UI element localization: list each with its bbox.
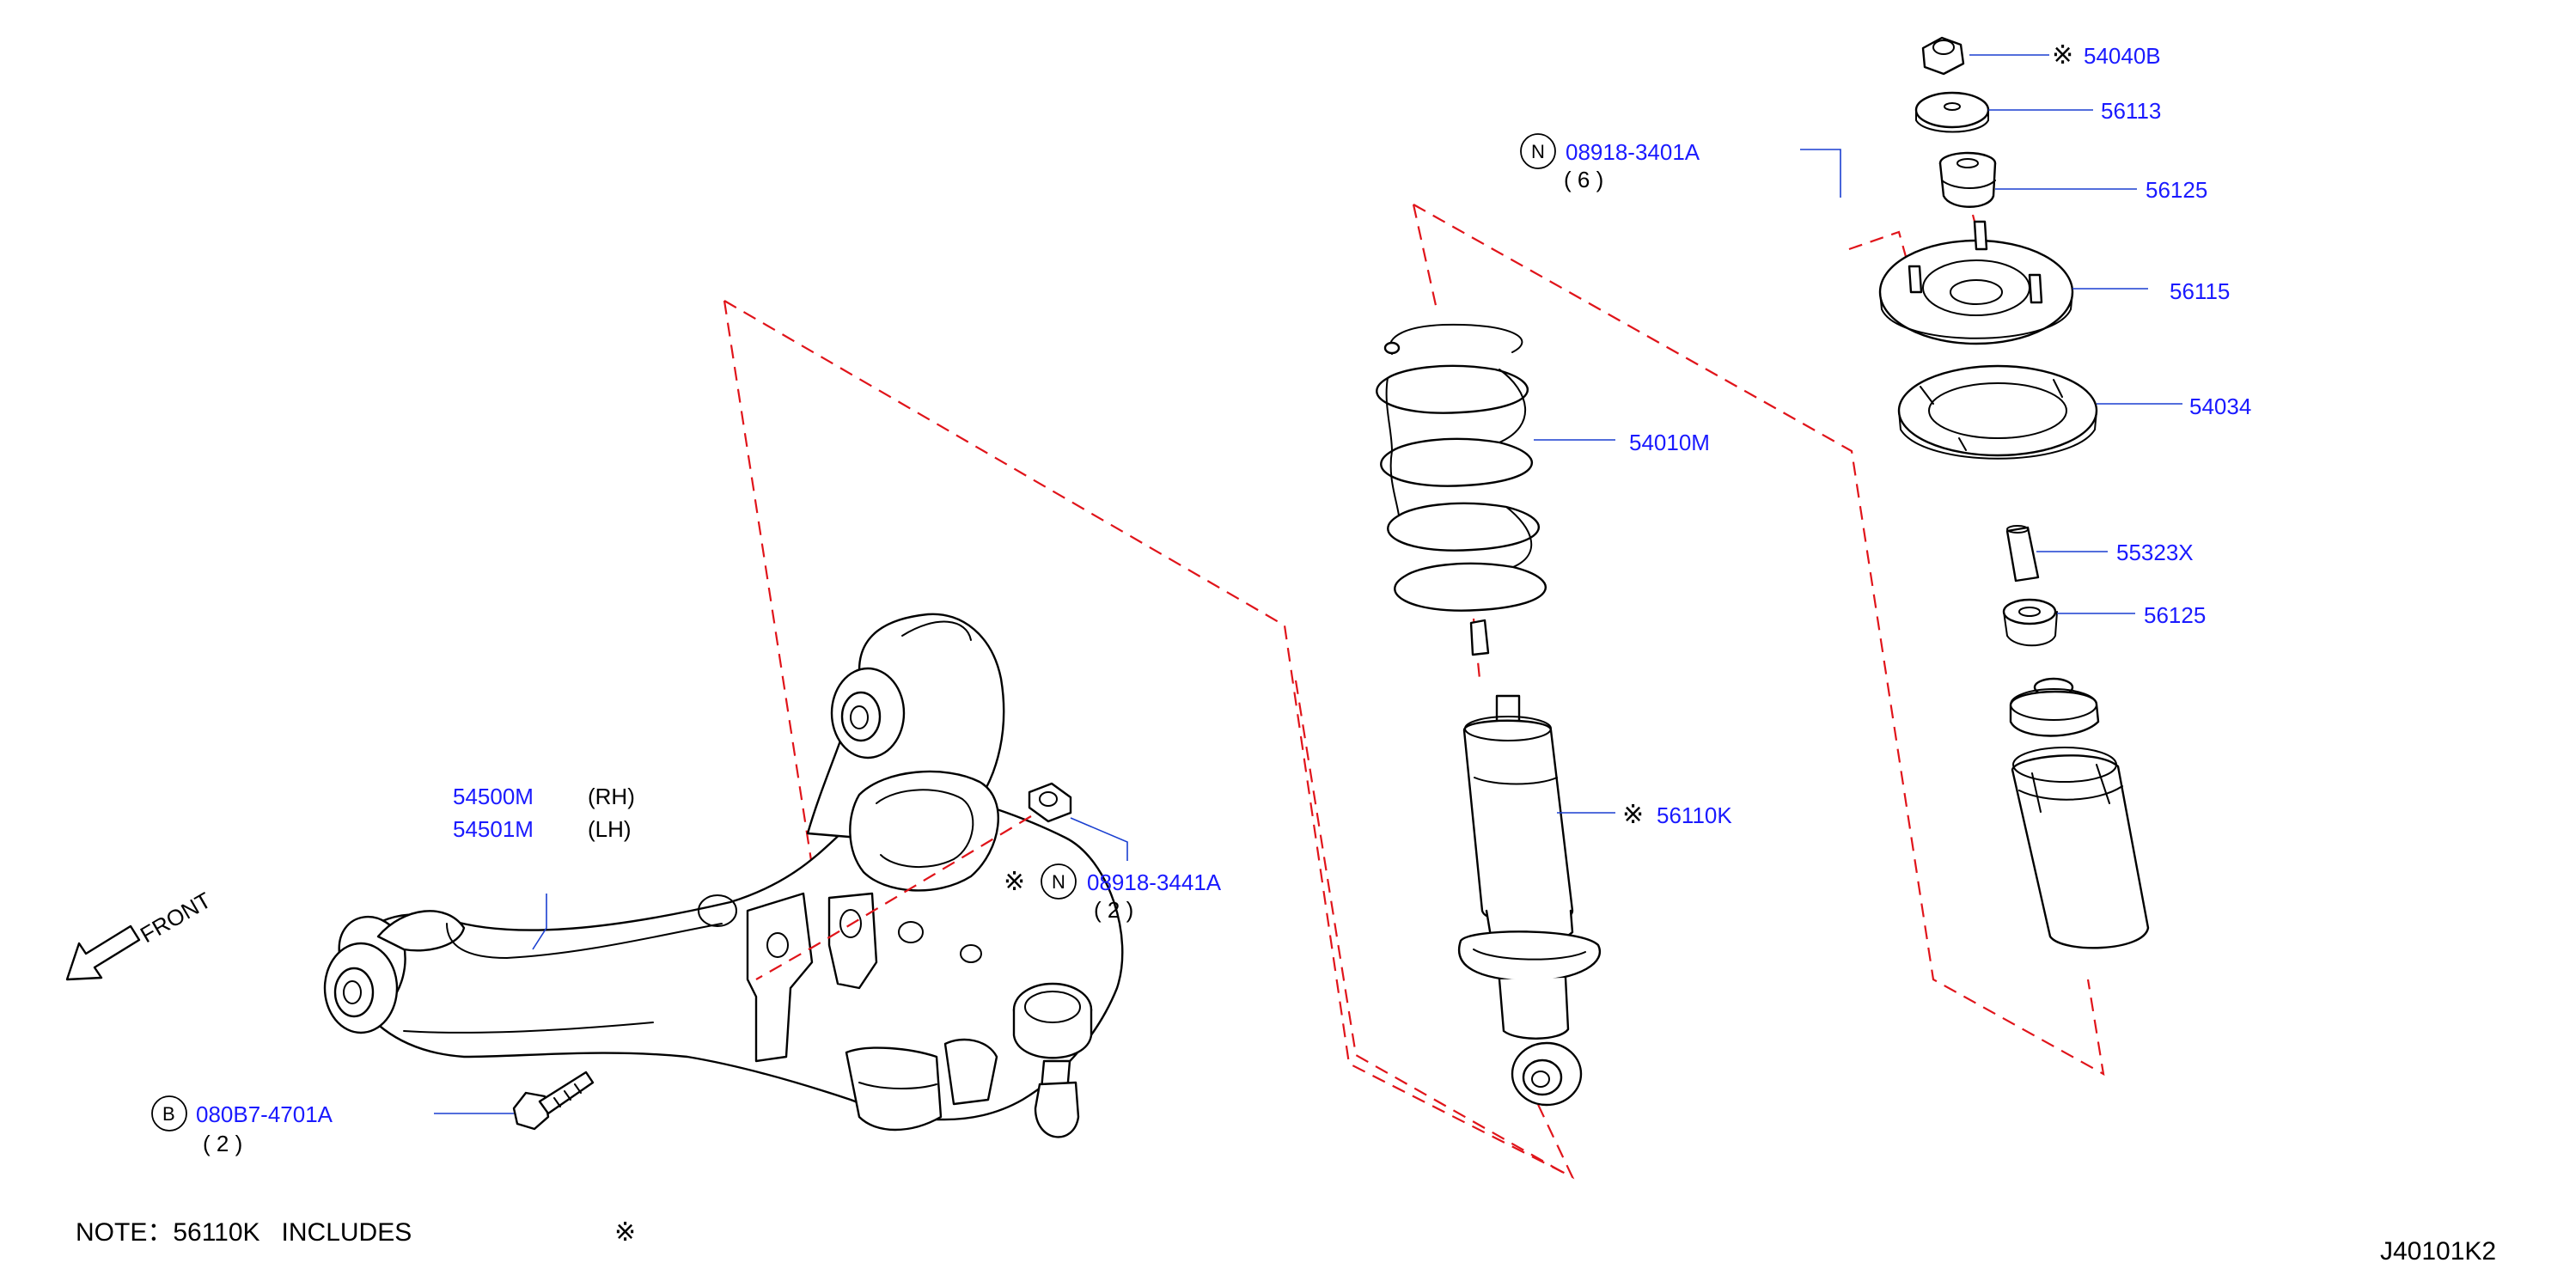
quantity-08918-3441A: ( 2 ) <box>1094 897 1133 923</box>
b-circle-icon <box>151 1095 187 1132</box>
n-circle-letter: N <box>1052 871 1065 893</box>
part-number-54501M[interactable]: 54501M <box>453 816 534 842</box>
part-number-56125-lower[interactable]: 56125 <box>2144 602 2206 628</box>
part-number-54034[interactable]: 54034 <box>2189 393 2251 419</box>
label-08918-3441A: ※ N 08918-3441A ( 2 ) <box>1004 863 1222 923</box>
leader-lines <box>434 54 2182 1114</box>
reference-mark-icon: ※ <box>1004 867 1025 897</box>
arm-bolt <box>512 1071 595 1131</box>
b-circle-letter: B <box>162 1103 175 1125</box>
part-number-54500M[interactable]: 54500M <box>453 784 534 809</box>
reference-mark-icon: ※ <box>2052 40 2073 70</box>
n-circle-icon <box>1041 863 1077 900</box>
bumper-55323X-drawing <box>2005 525 2040 583</box>
part-number-54040B[interactable]: 54040B <box>2084 43 2161 69</box>
n-circle-icon <box>1520 133 1556 169</box>
note-text: NOTE：56110K INCLUDES <box>76 1218 412 1247</box>
part-number-56115[interactable]: 56115 <box>2170 278 2230 304</box>
coil-spring-drawing <box>1376 323 1547 612</box>
part-number-56125-upper[interactable]: 56125 <box>2146 177 2207 203</box>
part-number-56113[interactable]: 56113 <box>2101 98 2161 124</box>
washer-56113-drawing <box>1914 91 1990 133</box>
part-number-55323X[interactable]: 55323X <box>2116 540 2194 565</box>
quantity-08918-3401A: ( 6 ) <box>1564 167 1603 192</box>
seat-54034-drawing <box>1897 364 2098 460</box>
quantity-080B7-4701A: ( 2 ) <box>203 1131 242 1156</box>
diagram-id: J40101K2 <box>2380 1237 2496 1266</box>
bushing-56125-upper-drawing <box>1938 151 1997 208</box>
label-54500M-54501M: 54500M (RH) 54501M (LH) <box>453 784 635 842</box>
shock-absorber-drawing <box>1458 619 1601 1107</box>
dust-boot-drawing <box>2011 747 2150 949</box>
n-circle-letter: N <box>1531 141 1545 162</box>
part-number-08918-3441A[interactable]: 08918-3441A <box>1087 869 1222 895</box>
upper-mount-56115-drawing <box>1878 220 2074 345</box>
bushing-56125-lower-drawing <box>2002 598 2058 647</box>
nut-54040B-drawing <box>1921 36 1965 76</box>
part-number-54010M[interactable]: 54010M <box>1629 430 1710 455</box>
note: NOTE：56110K INCLUDES ※ <box>76 1217 636 1248</box>
front-indicator: FRONT <box>65 887 216 981</box>
label-54040B: ※ 54040B <box>2052 40 2161 70</box>
label-08918-3401A: N 08918-3401A ( 6 ) <box>1520 133 1700 192</box>
front-label: FRONT <box>136 887 216 948</box>
label-56110K: ※ 56110K <box>1622 800 1732 830</box>
part-number-08918-3401A[interactable]: 08918-3401A <box>1566 139 1700 165</box>
side-rh: (RH) <box>588 784 635 809</box>
side-lh: (LH) <box>588 816 632 842</box>
lower-control-arm-drawing <box>323 613 1124 1138</box>
bump-stop-drawing <box>2009 677 2100 737</box>
reference-mark-icon: ※ <box>1622 800 1644 830</box>
part-number-56110K[interactable]: 56110K <box>1657 802 1732 828</box>
arm-nut <box>755 782 1072 980</box>
assembly-outline-strut <box>1294 204 2105 1176</box>
part-number-080B7-4701A[interactable]: 080B7-4701A <box>196 1101 333 1127</box>
label-080B7-4701A: B 080B7-4701A ( 2 ) <box>151 1095 333 1156</box>
front-arrow-icon <box>65 924 141 981</box>
reference-mark-icon: ※ <box>614 1217 636 1248</box>
